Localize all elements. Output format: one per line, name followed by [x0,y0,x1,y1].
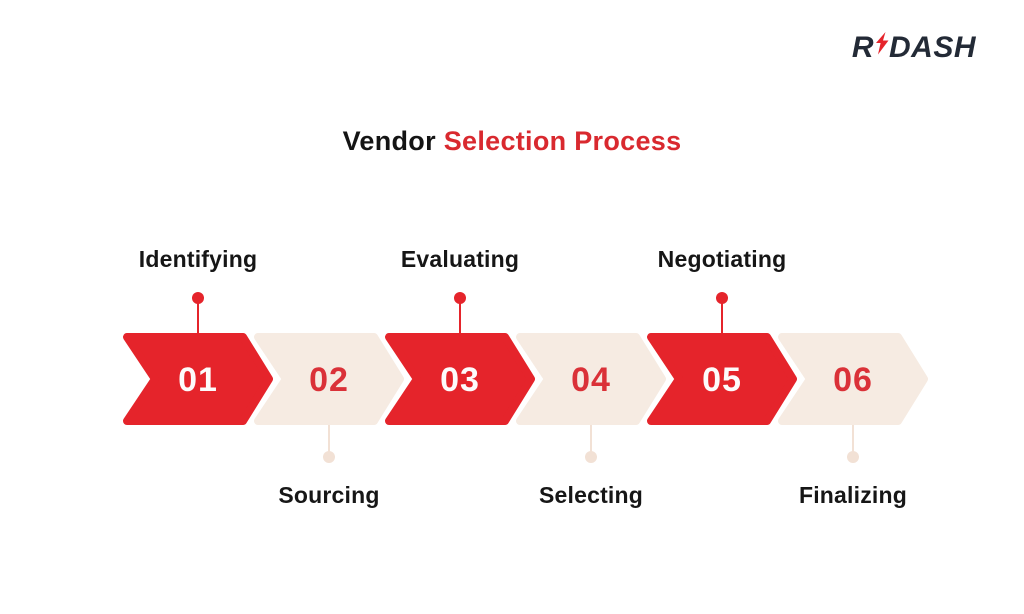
step-04-selecting: 04 Selecting [516,333,666,508]
pin-dot-icon [847,451,859,463]
step-06-finalizing: 06 Finalizing [778,333,928,508]
step-number: 02 [309,360,349,399]
step-label: Evaluating [400,246,520,272]
pin-line [721,303,723,333]
title-black-part: Vendor [342,126,436,156]
chevron-arrow-icon [385,333,535,425]
step-label: Finalizing [798,482,908,508]
step-number: 05 [702,360,742,399]
pin-line [590,425,592,452]
step-02-sourcing: 02 Sourcing [254,333,404,508]
step-03-evaluating: Evaluating 03 [385,246,535,425]
chevron-arrow-icon [778,333,928,425]
pin-line [852,425,854,452]
pin-line [197,303,199,333]
page-title: Vendor Selection Process [0,126,1024,157]
step-01-identifying: Identifying 01 [123,246,273,425]
title-red-part: Selection Process [443,126,682,156]
step-label: Selecting [538,482,644,508]
chevron-arrow-icon [516,333,666,425]
rdash-logo: R DASH [851,31,976,64]
step-05-negotiating: Negotiating 05 [647,246,797,425]
pin-dot-icon [454,292,466,304]
chevron-arrow-icon [647,333,797,425]
pin-line [459,303,461,333]
step-number: 06 [833,360,873,399]
lightning-bolt-icon [875,32,889,55]
step-number: 03 [440,360,480,399]
step-number: 04 [571,360,611,399]
pin-dot-icon [585,451,597,463]
pin-dot-icon [192,292,204,304]
logo-text-r: R [851,31,874,64]
pin-dot-icon [716,292,728,304]
step-label: Negotiating [657,246,787,272]
chevron-arrow-icon [254,333,404,425]
step-label: Sourcing [278,482,380,508]
chevron-arrow-icon [123,333,273,425]
step-number: 01 [178,360,218,399]
logo-text-dash: DASH [888,31,976,64]
pin-line [328,425,330,452]
process-flow: Identifying 01 02 Sourcing Evaluating [123,246,933,508]
pin-dot-icon [323,451,335,463]
step-label: Identifying [138,246,258,272]
